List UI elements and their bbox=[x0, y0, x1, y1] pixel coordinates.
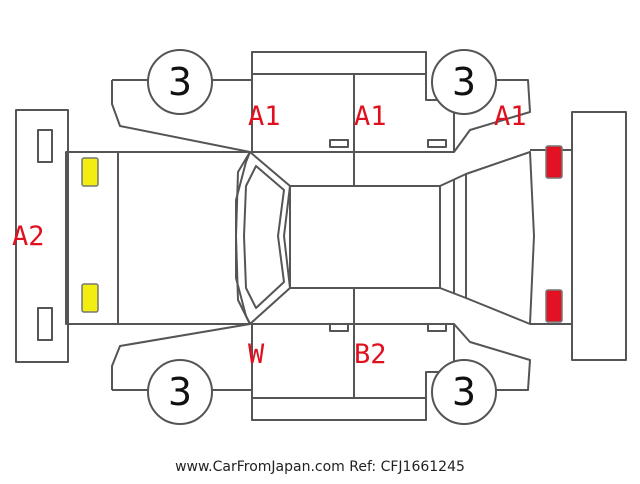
roof-panel bbox=[289, 185, 441, 289]
left-front-door bbox=[251, 74, 355, 153]
rear-left-wheel bbox=[431, 49, 497, 115]
front-right-wheel bbox=[147, 359, 213, 425]
front-bumper-vent-bottom bbox=[37, 307, 53, 341]
front-bumper-panel bbox=[15, 109, 69, 363]
damage-label-rear-left-door: A1 bbox=[354, 101, 387, 132]
watermark-footer: www.CarFromJapan.com Ref: CFJ1661245 bbox=[175, 459, 465, 475]
wheel-score-rear-left: 3 bbox=[451, 60, 477, 104]
headlight-left bbox=[81, 157, 99, 187]
damage-label-front-left-door: A1 bbox=[248, 101, 281, 132]
damage-label-left-rear-quarter: A1 bbox=[494, 101, 527, 132]
right-front-door bbox=[251, 323, 355, 398]
right-rear-quarter bbox=[453, 323, 531, 391]
trunk-panel bbox=[465, 151, 535, 325]
left-roof-rail bbox=[251, 51, 427, 75]
taillight-right bbox=[545, 289, 563, 323]
right-roof-rail bbox=[251, 397, 427, 421]
taillight-left bbox=[545, 145, 563, 179]
rear-bumper-panel bbox=[571, 111, 627, 361]
left-rear-quarter bbox=[453, 79, 531, 153]
rear-right-wheel bbox=[431, 359, 497, 425]
damage-label-front-right-door: W bbox=[248, 339, 265, 370]
wheel-score-front-right: 3 bbox=[167, 370, 193, 414]
front-bumper-vent-top bbox=[37, 129, 53, 163]
headlight-right bbox=[81, 283, 99, 313]
front-left-wheel bbox=[147, 49, 213, 115]
damage-label-rear-right-door: B2 bbox=[354, 339, 387, 370]
damage-label-front-bumper: A2 bbox=[12, 221, 45, 252]
wheel-score-rear-right: 3 bbox=[451, 370, 477, 414]
wheel-score-front-left: 3 bbox=[167, 60, 193, 104]
